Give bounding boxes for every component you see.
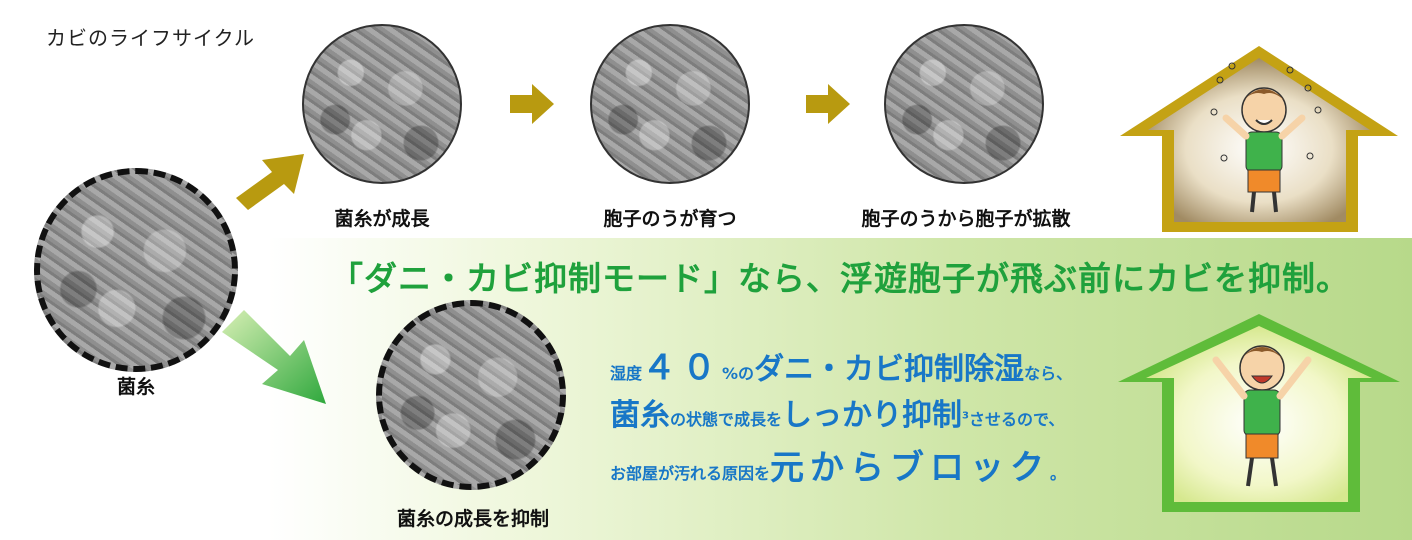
message-text: させるので、 (968, 410, 1065, 429)
arrow-diagonal-up-icon (236, 154, 304, 210)
stage-micrograph-3 (884, 24, 1044, 184)
stage-micrograph-2 (590, 24, 750, 184)
arrow-right-icon (510, 84, 554, 124)
house-icon (1120, 46, 1398, 232)
message-text: の状態で成長を (670, 410, 783, 429)
message-text: 菌糸 (610, 398, 670, 433)
stage-label-3: 胞子のうから胞子が拡散 (861, 208, 1071, 230)
message-line-2: 菌糸の状態で成長をしっかり抑制3させるので、 (610, 390, 1064, 434)
message-text: 湿度 (610, 364, 643, 383)
suppressed-hypha-micrograph (376, 300, 566, 490)
message-text: ダニ・カビ抑制除湿 (754, 352, 1025, 387)
child-sneezing-icon (1210, 62, 1322, 213)
message-line-3: お部屋が汚れる原因を元からブロック。 (610, 440, 1066, 489)
arrow-diagonal-down-icon (222, 310, 326, 404)
house-icon (1118, 314, 1400, 512)
message-text: ４０ (642, 348, 723, 388)
stage-label-2: 胞子のうが育つ (603, 208, 737, 230)
message-text: なら、 (1024, 364, 1073, 383)
stage-label-1: 菌糸が成長 (334, 208, 430, 230)
child-happy-icon (1212, 345, 1312, 487)
message-text: 。 (1050, 464, 1067, 483)
message-text: しっかり抑制 (782, 398, 963, 433)
message-line-1: 湿度４０%のダニ・カビ抑制除湿なら、 (610, 340, 1072, 389)
arrow-right-icon (806, 84, 850, 124)
headline: 「ダニ・カビ抑制モード」なら、浮遊胞子が飛ぶ前にカビを抑制。 (330, 259, 1350, 298)
message-text: お部屋が汚れる原因を (610, 464, 771, 483)
hypha-label: 菌糸 (116, 376, 155, 398)
message-text: 元からブロック (770, 448, 1051, 488)
hypha-micrograph (34, 168, 238, 372)
message-footnote: 3 (962, 410, 969, 422)
suppressed-hypha-label: 菌糸の成長を抑制 (396, 508, 549, 530)
stage-micrograph-1 (302, 24, 462, 184)
message-text: %の (722, 364, 755, 383)
page-title: カビのライフサイクル (46, 26, 255, 50)
